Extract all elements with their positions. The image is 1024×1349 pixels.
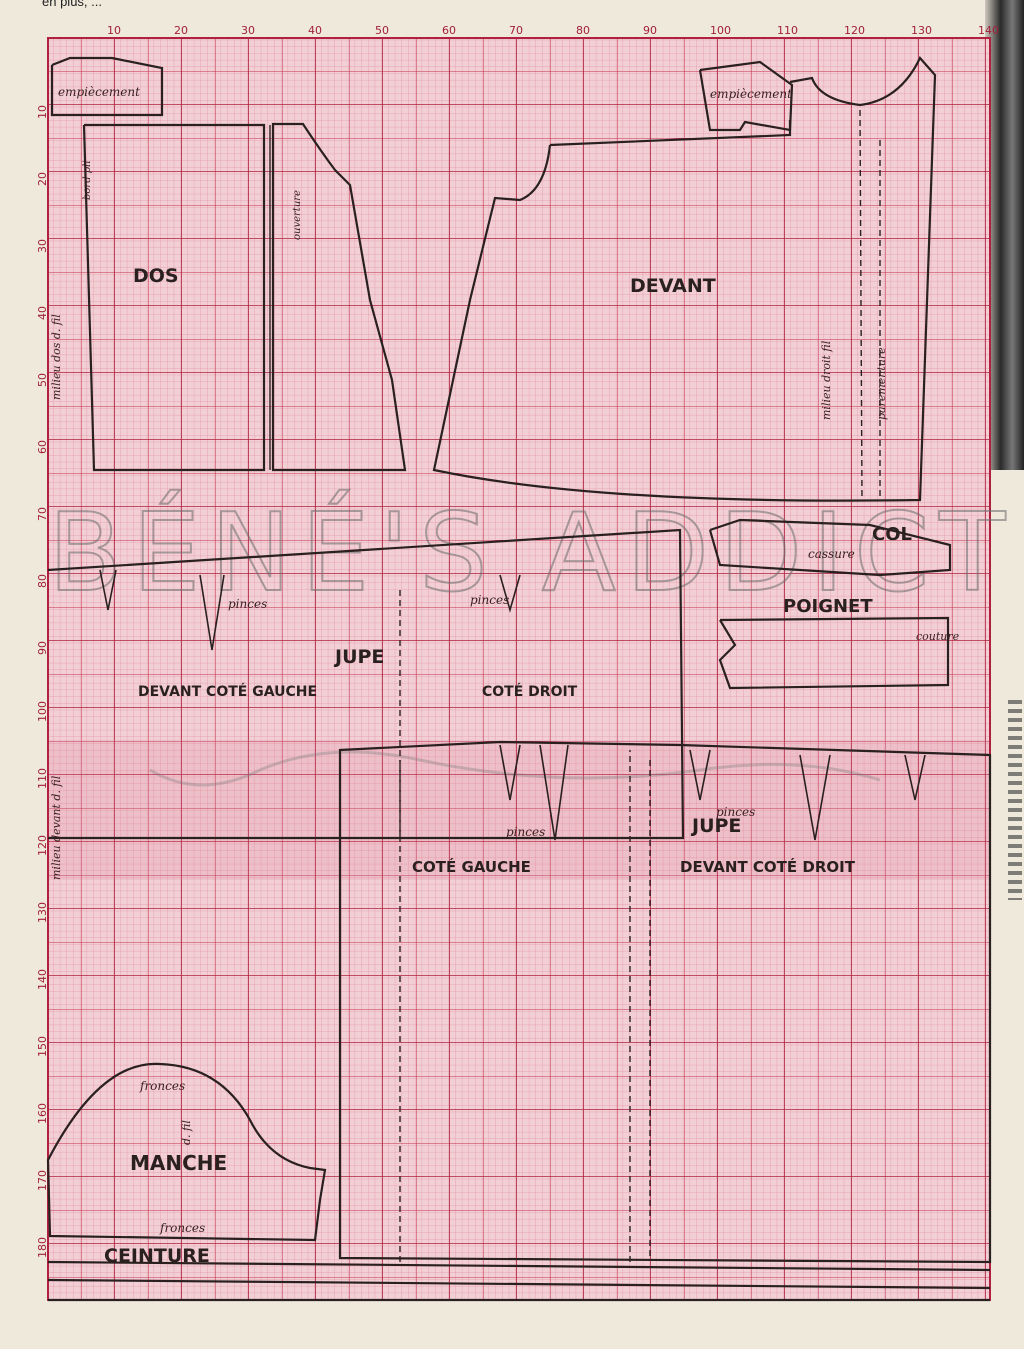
x-axis-ticks: 10 20 30 40 50 60 70 80 90 100 110 120 130 140 — [107, 24, 999, 37]
y-tick-label: 100 — [36, 701, 49, 722]
empiecement-right-piece — [698, 60, 794, 132]
label-poignet: POIGNET — [783, 596, 873, 617]
annotation-cassure: cassure — [808, 547, 855, 561]
side-text-strip — [1008, 700, 1022, 900]
label-devant-cote-droit: DEVANT COTÉ DROIT — [680, 857, 856, 876]
x-tick-label: 50 — [375, 24, 389, 37]
y-tick-label: 40 — [36, 306, 49, 320]
y-tick-label: 50 — [36, 373, 49, 387]
annotation-pinces-2: pinces — [470, 593, 509, 607]
annotation-bord-pli: bord pli — [82, 160, 93, 200]
y-tick-label: 130 — [36, 902, 49, 923]
svg-text:BÉNÉ'S ADDICT: BÉNÉ'S ADDICT — [48, 489, 1015, 616]
label-devant: DEVANT — [630, 275, 716, 297]
y-tick-label: 90 — [36, 641, 49, 655]
annotation-milieu-droit-fil: milieu droit fil — [820, 340, 833, 420]
label-col: COL — [872, 524, 912, 545]
photo-edge — [985, 0, 1024, 470]
annotation-droit-fil: d. fil — [180, 1120, 193, 1145]
label-cote-droit: COTÉ DROIT — [482, 683, 578, 700]
poignet-piece — [718, 616, 950, 690]
annotation-fronces-top: fronces — [139, 1079, 185, 1093]
y-tick-label: 180 — [36, 1237, 49, 1258]
manche-piece — [46, 1062, 327, 1242]
y-tick-label: 160 — [36, 1103, 49, 1124]
pinces-darts — [99, 569, 926, 841]
col-piece — [708, 518, 952, 577]
x-tick-label: 10 — [107, 24, 121, 37]
x-tick-label: 80 — [576, 24, 590, 37]
x-tick-label: 140 — [978, 24, 999, 37]
x-tick-label: 110 — [777, 24, 798, 37]
y-tick-label: 30 — [36, 239, 49, 253]
annotation-milieu-dos: milieu dos d. fil — [50, 314, 63, 400]
pattern-outlines — [46, 56, 992, 1302]
y-axis-ticks: 10 20 30 40 50 60 70 80 90 100 110 120 130 140 150 160 1… — [36, 105, 49, 1258]
ceinture-piece — [47, 1260, 991, 1302]
label-empiecement-right: empiècement — [710, 87, 792, 101]
label-jupe-top: JUPE — [333, 646, 384, 668]
x-tick-label: 40 — [308, 24, 322, 37]
label-cote-gauche: COTÉ GAUCHE — [412, 857, 531, 876]
annotation-fronces-bottom: fronces — [159, 1221, 205, 1235]
annotation-pinces-1: pinces — [228, 597, 267, 611]
x-tick-label: 20 — [174, 24, 188, 37]
label-jupe-bottom: JUPE — [690, 815, 741, 837]
label-dos: DOS — [133, 265, 179, 287]
jupe-bottom-piece — [338, 740, 992, 1264]
annotation-parementure: parementure — [875, 347, 888, 420]
y-tick-label: 70 — [36, 507, 49, 521]
watermark: BÉNÉ'S ADDICT — [47, 488, 1015, 787]
y-tick-label: 140 — [36, 969, 49, 990]
annotation-ouverture: ouverture — [292, 190, 303, 240]
annotation-pinces-3: pinces — [506, 825, 545, 839]
x-tick-label: 70 — [509, 24, 523, 37]
annotation-couture: couture — [916, 630, 960, 643]
y-tick-label: 20 — [36, 172, 49, 186]
jupe-top-piece — [47, 528, 685, 840]
y-tick-label: 80 — [36, 574, 49, 588]
label-devant-cote-gauche: DEVANT COTÉ GAUCHE — [138, 683, 317, 700]
annotation-pinces-4: pinces — [716, 805, 755, 819]
label-manche: MANCHE — [130, 1151, 227, 1175]
y-tick-label: 60 — [36, 440, 49, 454]
header-text: en plus, ... — [42, 0, 102, 9]
x-tick-label: 100 — [710, 24, 731, 37]
y-tick-label: 110 — [36, 768, 49, 789]
x-tick-label: 120 — [844, 24, 865, 37]
label-empiecement-left: empiècement — [58, 85, 140, 99]
annotation-milieu-devant: milieu devant d. fil — [50, 775, 63, 880]
y-tick-label: 120 — [36, 835, 49, 856]
empiecement-left-piece — [50, 56, 164, 117]
y-tick-label: 10 — [36, 105, 49, 119]
y-tick-label: 170 — [36, 1170, 49, 1191]
label-ceinture: CEINTURE — [104, 1245, 210, 1267]
x-tick-label: 60 — [442, 24, 456, 37]
x-tick-label: 90 — [643, 24, 657, 37]
x-tick-label: 30 — [241, 24, 255, 37]
x-tick-label: 130 — [911, 24, 932, 37]
y-tick-label: 150 — [36, 1036, 49, 1057]
dos-side-piece — [271, 122, 407, 472]
